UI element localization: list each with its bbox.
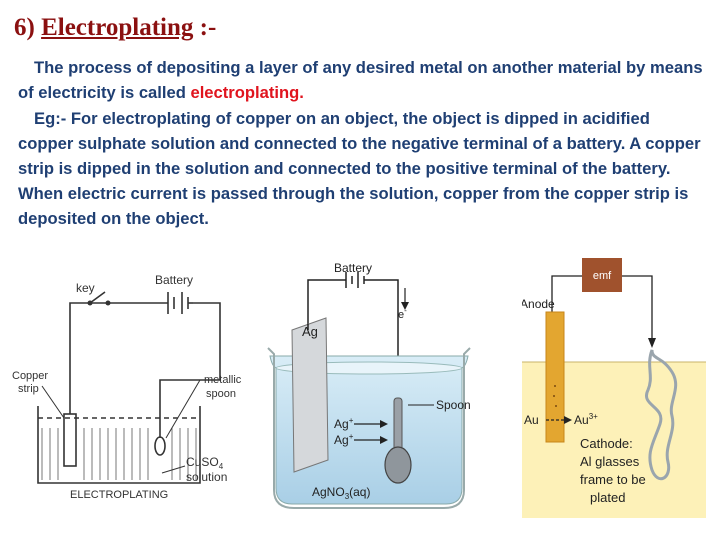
figure-gold-plating: emf Gold Anode Au Au3+ Cathode: Al glass… <box>492 256 706 518</box>
metallic-spoon-label-1: metallic <box>204 374 242 386</box>
slide-title: 6) Electroplating :- <box>14 14 216 42</box>
example-text: Eg:- For electroplating of copper on an … <box>18 109 701 228</box>
title-main: Electroplating <box>41 14 194 41</box>
definition-text: The process of depositing a layer of any… <box>18 58 703 102</box>
ag-ion-label-2: Ag+ <box>334 432 354 447</box>
battery-label: Battery <box>155 273 193 287</box>
cathode-label-2: Al glasses <box>580 454 640 469</box>
agno3-label: AgNO3(aq) <box>312 485 370 501</box>
key-label: key <box>76 281 95 295</box>
circuit-drawing: key Battery Copper strip metallic spoon … <box>12 273 242 501</box>
au-label: Au <box>524 413 539 427</box>
ag-plate-label: Ag <box>302 324 318 339</box>
battery-label-2: Battery <box>334 261 372 275</box>
metallic-spoon-label-2: spoon <box>206 388 236 400</box>
cathode-label-4: plated <box>590 490 625 505</box>
title-suffix: :- <box>199 14 217 41</box>
silver-plating-drawing: Battery e- Ag Ag+ Ag+ Spoon AgNO3(aq) <box>267 261 471 509</box>
electron-label: e- <box>398 306 407 321</box>
definition-term: electroplating. <box>190 83 304 102</box>
example-paragraph: Eg:- For electroplating of copper on an … <box>18 106 708 231</box>
figure-silver-plating: Battery e- Ag Ag+ Ag+ Spoon AgNO3(aq) <box>258 258 482 518</box>
copper-strip-label-1: Copper <box>12 370 48 382</box>
cathode-label-3: frame to be <box>580 472 646 487</box>
figure1-caption: ELECTROPLATING <box>70 489 168 501</box>
solution-label: solution <box>186 470 227 484</box>
copper-strip-label-2: strip <box>18 383 39 395</box>
cuso4-label: CuSO4 <box>186 455 224 471</box>
gold-anode-label: Gold Anode <box>522 297 555 311</box>
figure-electroplating-circuit: key Battery Copper strip metallic spoon … <box>10 258 252 518</box>
spoon-label: Spoon <box>436 398 471 412</box>
definition-paragraph: The process of depositing a layer of any… <box>18 55 708 105</box>
ag-ion-label-1: Ag+ <box>334 416 354 431</box>
title-number: 6) <box>14 14 35 41</box>
au-ion-label: Au3+ <box>574 412 598 427</box>
cathode-label-1: Cathode: <box>580 436 633 451</box>
emf-label: emf <box>593 270 612 282</box>
gold-plating-drawing: emf Gold Anode Au Au3+ Cathode: Al glass… <box>492 258 706 518</box>
